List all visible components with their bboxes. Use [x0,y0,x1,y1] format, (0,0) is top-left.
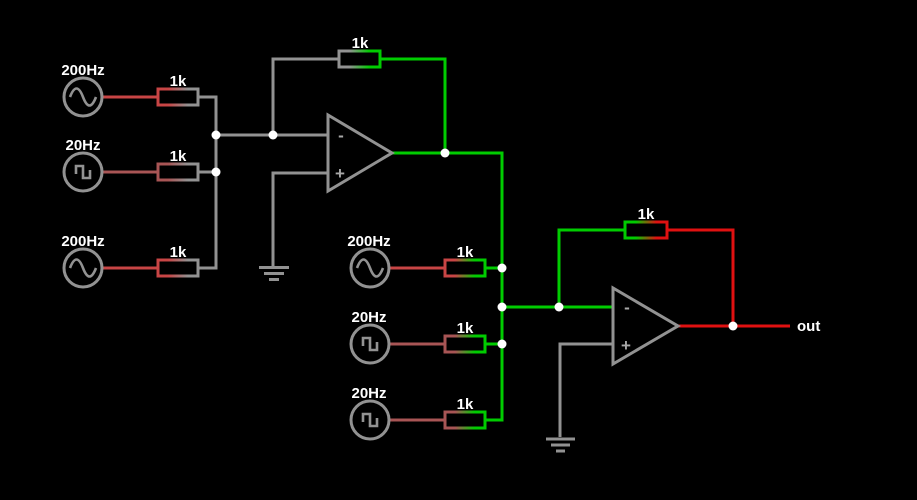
source-frequency-label: 200Hz [347,233,390,250]
wire-left-summing-bus[interactable] [198,95,218,270]
resistor-body [623,220,669,240]
ac-source-6-20hz-square[interactable]: 20Hz [349,385,391,441]
ground-2[interactable] [546,437,575,453]
resistor-3-input[interactable]: 1k [156,244,200,278]
junction-dot [497,263,507,273]
source-frequency-label: 20Hz [351,385,386,402]
resistor-1-input[interactable]: 1k [156,73,200,107]
junction-dot [268,130,278,140]
source-circle [349,399,391,441]
resistor-body [337,49,382,69]
resistor-body [156,258,200,278]
resistor-2-input[interactable]: 1k [156,148,200,182]
opamp-triangle [611,285,681,367]
source-circle [62,76,104,118]
resistor-value-label: 1k [457,320,474,337]
junction-dot [728,321,738,331]
resistor-body [156,87,200,107]
resistor-value-label: 1k [457,396,474,413]
source-frequency-label: 200Hz [61,62,104,79]
resistor-body [443,258,487,278]
source-frequency-label: 20Hz [351,309,386,326]
ac-source-3-200hz-sine[interactable]: 200Hz [61,233,105,289]
source-circle [62,247,104,289]
resistor-body [443,410,487,430]
resistor-5-input[interactable]: 1k [443,244,487,278]
sine-wave-icon [68,87,98,107]
square-wave-icon [361,336,379,352]
ac-source-2-20hz-square[interactable]: 20Hz [62,137,104,193]
wire-feedback2-right[interactable] [667,228,735,326]
resistor-value-label: 1k [352,35,369,52]
junction-dot [440,148,450,158]
resistor-value-label: 1k [638,206,655,223]
resistor-4-feedback-opamp1[interactable]: 1k [337,35,382,69]
resistor-8-feedback-opamp2[interactable]: 1k [623,206,669,240]
resistor-7-input[interactable]: 1k [443,396,487,430]
resistor-body [443,334,487,354]
junction-dot [211,167,221,177]
opamp-triangle [326,112,395,194]
wire-feedback1-left[interactable] [271,57,339,135]
resistor-6-input[interactable]: 1k [443,320,487,354]
opamp-2[interactable]: - + [611,285,681,367]
inverting-input-symbol: - [338,126,344,145]
junction-dot [497,302,507,312]
ac-source-4-200hz-sine[interactable]: 200Hz [347,233,391,289]
resistor-value-label: 1k [457,244,474,261]
resistor-value-label: 1k [170,148,187,165]
noninverting-input-symbol: + [621,336,631,355]
resistor-value-label: 1k [170,73,187,90]
source-circle [349,323,391,365]
source-frequency-label: 20Hz [65,137,100,154]
opamp-1[interactable]: - + [326,112,395,194]
source-circle [349,247,391,289]
square-wave-icon [74,164,92,180]
wire-feedback1-right[interactable] [380,57,447,153]
resistor-body [156,162,200,182]
resistor-value-label: 1k [170,244,187,261]
wire-opamp2-noninverting-to-ground[interactable] [558,342,613,437]
junction-dot [554,302,564,312]
source-frequency-label: 200Hz [61,233,104,250]
junction-dot [497,339,507,349]
square-wave-icon [361,412,379,428]
output-node-label: out [797,318,820,335]
noninverting-input-symbol: + [335,164,345,183]
junction-dot [211,130,221,140]
ground-1[interactable] [259,266,289,281]
wire-feedback2-left[interactable] [557,228,625,307]
sine-wave-icon [68,258,98,278]
ac-source-5-20hz-square[interactable]: 20Hz [349,309,391,365]
sine-wave-icon [355,258,385,278]
inverting-input-symbol: - [624,298,630,317]
wire-opamp1-noninverting-to-ground[interactable] [271,171,328,266]
source-circle [62,151,104,193]
ac-source-1-200hz-sine[interactable]: 200Hz [61,62,105,118]
